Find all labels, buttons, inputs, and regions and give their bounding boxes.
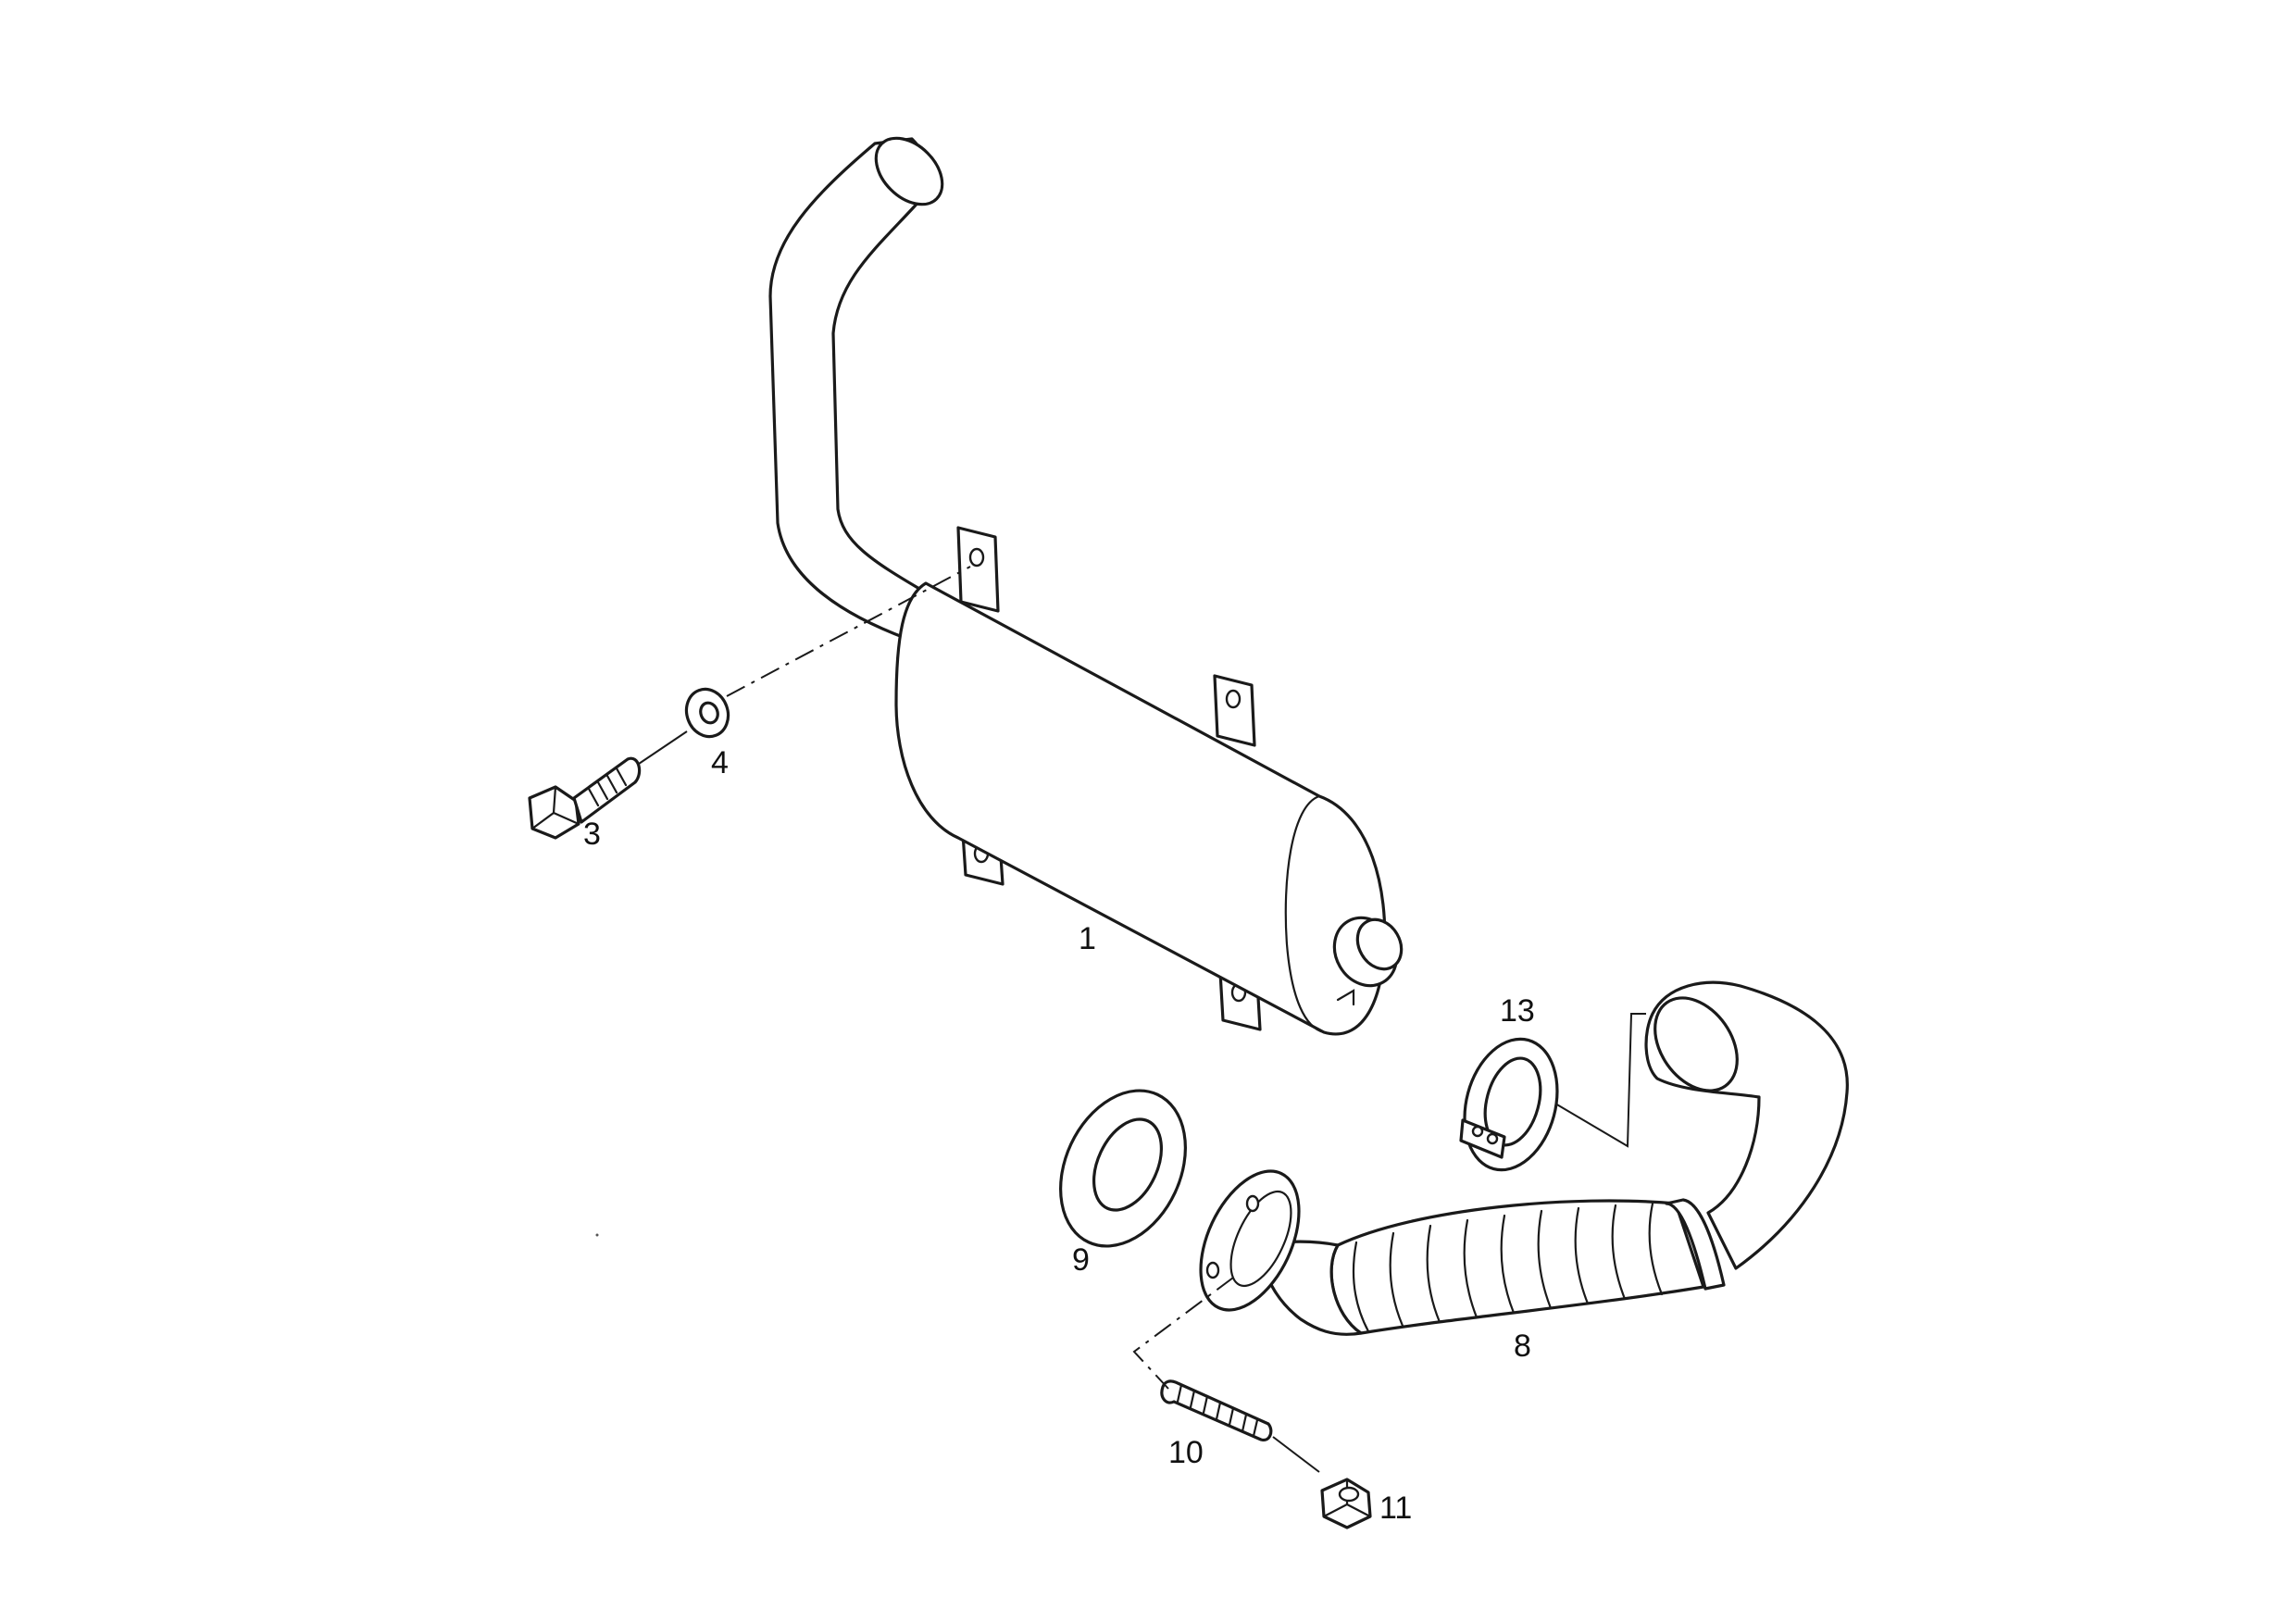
speck [595, 1233, 599, 1237]
callout-nut: 11 [1379, 1491, 1412, 1526]
muffler [894, 526, 1404, 1036]
tailpipe [768, 136, 944, 641]
washer [684, 687, 730, 739]
callout-clamp: 13 [1500, 993, 1535, 1029]
callout-gasket: 9 [1072, 1242, 1090, 1278]
muffler-bracket-top-left [956, 526, 1000, 613]
muffler-bracket-top-right [1213, 674, 1256, 747]
leader-bolt-washer [638, 730, 688, 765]
leader-washer-muffler [726, 566, 971, 697]
stud [1160, 1379, 1273, 1442]
callout-stud: 10 [1168, 1435, 1204, 1470]
leader-flange-stud [1132, 1277, 1234, 1390]
callout-bolt: 3 [583, 817, 601, 852]
leader-clamp-pipe [1554, 1013, 1646, 1148]
bolt [528, 756, 642, 840]
callout-muffler: 1 [1079, 921, 1096, 956]
gasket [1059, 1089, 1187, 1248]
nut [1320, 1478, 1372, 1529]
flex-pipe [1199, 980, 1849, 1336]
callout-flex-pipe: 8 [1514, 1329, 1531, 1364]
leader-stud-nut [1272, 1436, 1320, 1473]
callout-washer: 4 [711, 745, 729, 780]
clamp [1459, 1037, 1559, 1172]
